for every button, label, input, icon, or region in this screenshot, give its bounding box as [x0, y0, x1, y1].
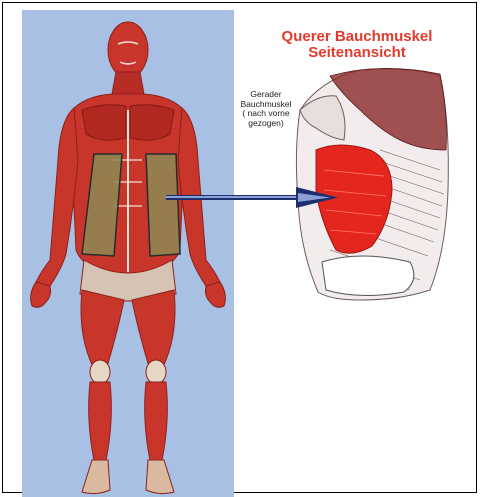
side-label-line4: gezogen) [238, 119, 294, 129]
rectus-abdominis-label: Gerader Bauchmuskel ( nach vorne gezogen… [238, 90, 294, 128]
hip-bone [322, 256, 414, 296]
